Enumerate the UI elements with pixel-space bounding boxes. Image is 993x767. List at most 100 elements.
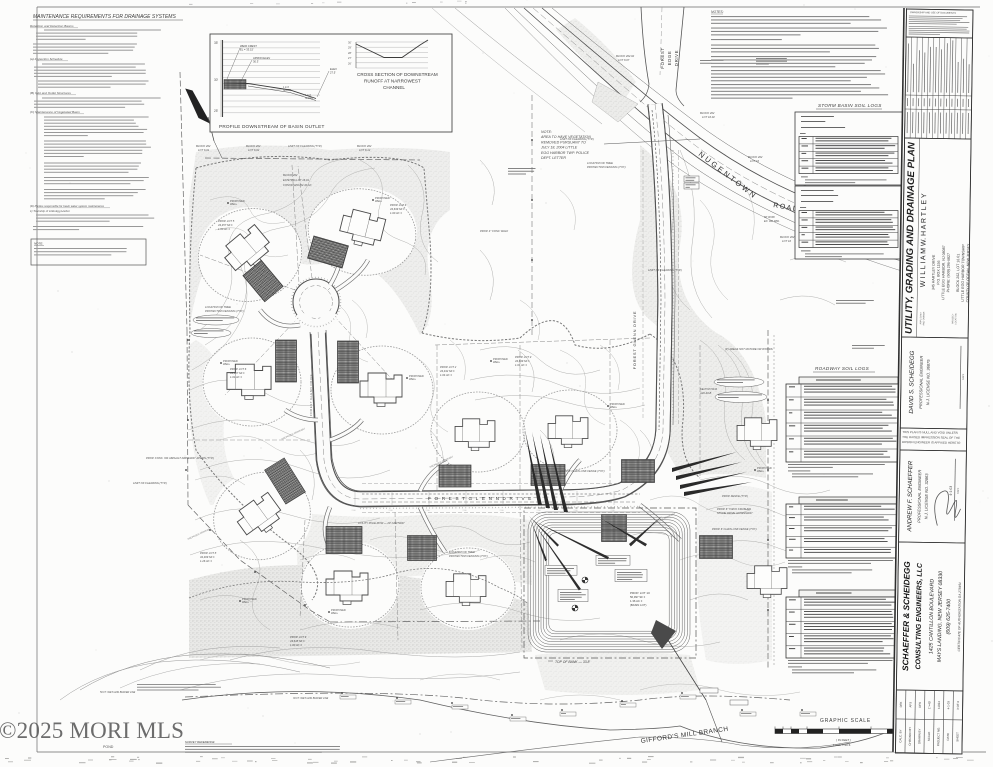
- svg-text:UTILITY, GRADING AND DRAINAGE: UTILITY, GRADING AND DRAINAGE PLAN: [904, 141, 918, 334]
- svg-text:4-1-03: 4-1-03: [949, 486, 953, 496]
- svg-text:LIMIT OF CLEARING (TYP.): LIMIT OF CLEARING (TYP.): [133, 481, 167, 485]
- svg-text:P.O. BOX 1156: P.O. BOX 1156: [936, 260, 940, 284]
- svg-text:SCHAEFFER & SCHEIDEGG: SCHAEFFER & SCHEIDEGG: [901, 561, 912, 671]
- svg-text:©2025 MORI MLS: ©2025 MORI MLS: [0, 718, 184, 743]
- svg-text:THE RAISED IMPRESSION SEAL OF: THE RAISED IMPRESSION SEAL OF THE: [902, 435, 960, 440]
- svg-text:BLOCK 262, LOT 16.01: BLOCK 262, LOT 16.01: [956, 254, 961, 292]
- svg-text:ANDREW F. SCHAEFFER: ANDREW F. SCHAEFFER: [907, 460, 914, 533]
- svg-text:(C) Maintenance of Vegetated: (C) Maintenance of Vegetated Basin: [30, 110, 80, 114]
- svg-text:PROPOSED: PROPOSED: [242, 597, 257, 601]
- svg-text:APRON ELEV: APRON ELEV: [253, 56, 270, 60]
- svg-text:PROP. 4" CONC WALK: PROP. 4" CONC WALK: [480, 229, 508, 233]
- svg-text:PROP. FENCE (TYP.): PROP. FENCE (TYP.): [722, 494, 748, 498]
- svg-text:1.26 AC ±: 1.26 AC ±: [200, 559, 212, 563]
- svg-text:26': 26': [348, 61, 352, 65]
- svg-text:7+50: 7+50: [574, 510, 578, 512]
- svg-text:LOCATION OF TREE: LOCATION OF TREE: [587, 161, 613, 165]
- svg-text:43,457 SF ±: 43,457 SF ±: [230, 371, 245, 375]
- svg-text:DRAWN BY: DRAWN BY: [917, 728, 921, 744]
- svg-text:KELTON 50-R: KELTON 50-R: [700, 387, 717, 391]
- svg-text:WELL: WELL: [409, 377, 417, 381]
- svg-text:DATE: DATE: [962, 373, 965, 380]
- svg-text:PROPOSED: PROPOSED: [493, 357, 508, 361]
- svg-text:7+50: 7+50: [537, 510, 541, 512]
- svg-text:APPLICANT: APPLICANT: [919, 312, 922, 325]
- svg-text:TOP OF BANK — 33.8': TOP OF BANK — 33.8': [555, 660, 590, 664]
- svg-text:W I L L I A M W. H A R T L: W I L L I A M W. H A R T L E Y: [920, 193, 928, 287]
- svg-text:AFS: AFS: [908, 702, 912, 708]
- svg-text:(B) Inlet and Outlet Structur: (B) Inlet and Outlet Structures: [30, 91, 71, 95]
- svg-text:30': 30': [348, 41, 352, 45]
- svg-text:DFK: DFK: [899, 702, 903, 708]
- svg-text:BLOCK 262: BLOCK 262: [196, 144, 211, 148]
- svg-text:DFK: DFK: [918, 702, 922, 708]
- svg-text:WELL: WELL: [223, 362, 231, 366]
- svg-text:EDGE: EDGE: [667, 51, 672, 66]
- svg-text:SCALE: SCALE: [927, 732, 931, 742]
- svg-text:LOCATION OF TREE: LOCATION OF TREE: [449, 550, 475, 554]
- svg-text:PROFILE DOWNSTREAM OF BASIN: PROFILE DOWNSTREAM OF BASIN OUTLET: [219, 124, 325, 129]
- svg-text:WELL: WELL: [230, 202, 238, 206]
- svg-text:(P) AREAS NOT MATURE OR WOODS: (P) AREAS NOT MATURE OR WOODS: [725, 347, 773, 351]
- svg-text:N.J. LICENSE NO. 32863: N.J. LICENSE NO. 32863: [923, 473, 929, 520]
- svg-text:(D) Parties responsible for b: (D) Parties responsible for basin water …: [30, 204, 104, 208]
- svg-text:7+50: 7+50: [463, 510, 467, 512]
- svg-text:PROP. LOT 6: PROP. LOT 6: [230, 367, 247, 371]
- svg-text:ROADWAY SOIL LOGS: ROADWAY SOIL LOGS: [815, 366, 870, 371]
- svg-text:25': 25': [214, 109, 219, 113]
- svg-text:PROP. 6' CHAIN LINK FENCE (TYP: PROP. 6' CHAIN LINK FENCE (TYP.): [712, 527, 757, 531]
- svg-text:345 HARTLEY DRIVE: 345 HARTLEY DRIVE: [931, 254, 936, 290]
- svg-text:FOREST: FOREST: [660, 47, 665, 68]
- svg-text:LOT 6.02: LOT 6.02: [248, 148, 260, 152]
- svg-text:DAVID S. SCHEIDEGG: DAVID S. SCHEIDEGG: [909, 350, 916, 413]
- svg-text:1.00 AC ±: 1.00 AC ±: [218, 227, 230, 231]
- svg-text:POND: POND: [103, 745, 114, 749]
- svg-text:1 in 8: 1 in 8: [283, 86, 290, 89]
- svg-text:GRAPHIC SCALE: GRAPHIC SCALE: [820, 718, 871, 724]
- svg-text:PROP. LOT 9: PROP. LOT 9: [290, 635, 307, 639]
- svg-text:BLOCK 262: BLOCK 262: [700, 111, 715, 115]
- svg-text:7+50: 7+50: [352, 510, 356, 512]
- svg-text:1.04 AC ±: 1.04 AC ±: [440, 373, 452, 377]
- svg-text:BLOCK 262: BLOCK 262: [283, 173, 298, 177]
- svg-text:A20-40-B: A20-40-B: [699, 391, 712, 395]
- svg-text:( IN FEET ): ( IN FEET ): [836, 738, 851, 742]
- svg-text:PROP. LOT 4: PROP. LOT 4: [390, 203, 407, 207]
- svg-text:ROAD: ROAD: [773, 202, 800, 213]
- svg-text:(a) Inspection Schedule: (a) Inspection Schedule: [30, 57, 63, 61]
- svg-text:EGG HARBOR TWP. POLICE: EGG HARBOR TWP. POLICE: [541, 151, 590, 155]
- svg-text:WELL: WELL: [757, 469, 765, 473]
- svg-text:SHEET: SHEET: [955, 732, 959, 742]
- svg-text:DRIVE: DRIVE: [674, 50, 679, 66]
- svg-text:STONE DRIVE ACCESSWAY: STONE DRIVE ACCESSWAY: [717, 511, 753, 515]
- svg-text:34,469 SF ±: 34,469 SF ±: [200, 555, 215, 559]
- svg-text:NOTE:: NOTE:: [541, 130, 552, 134]
- svg-text:CONTAINING 52.4± AC: CONTAINING 52.4± AC: [283, 183, 312, 187]
- svg-text:EL = 33.15': EL = 33.15': [240, 48, 254, 52]
- svg-text:CHECKED BY: CHECKED BY: [908, 727, 912, 746]
- svg-text:PROFESSIONAL ENGINEER: PROFESSIONAL ENGINEER: [918, 356, 924, 409]
- svg-text:OWNERSHIP AND USE OF DOCUM: OWNERSHIP AND USE OF DOCUMENTS: [910, 11, 956, 15]
- svg-text:PROTECTION FENCING (TYP.): PROTECTION FENCING (TYP.): [587, 165, 626, 169]
- svg-text:LIMIT OF CLEARING (TYP.): LIMIT OF CLEARING (TYP.): [560, 137, 594, 141]
- svg-text:43,639 SF ±: 43,639 SF ±: [390, 207, 405, 211]
- svg-text:WELL: WELL: [242, 600, 250, 604]
- svg-text:50' ROW: 50' ROW: [764, 215, 775, 219]
- svg-text:CONSULTING ENGINEERS, LLC: CONSULTING ENGINEERS, LLC: [915, 562, 924, 669]
- svg-text:LITTLE EGG HARBOR, NJ 0808: LITTLE EGG HARBOR, NJ 08087: [941, 245, 946, 300]
- svg-text:N.J. LICENSE NO. 36875: N.J. LICENSE NO. 36875: [925, 359, 931, 406]
- svg-text:UTILITY POLE ROW — 20' CARTWAY: UTILITY POLE ROW — 20' CARTWAY: [358, 521, 405, 525]
- svg-text:PROP. LOT 2: PROP. LOT 2: [440, 365, 457, 369]
- svg-text:MAINTENANCE REQUIREMENTS FOR: MAINTENANCE REQUIREMENTS FOR DRAINAGE SY…: [33, 14, 176, 20]
- svg-text:SLOPE: SLOPE: [283, 89, 291, 92]
- svg-text:LOT 6.01: LOT 6.01: [198, 148, 210, 152]
- svg-text:LITTLE EGG HARBOR TOWNSHIP: LITTLE EGG HARBOR TOWNSHIP: [961, 244, 966, 302]
- svg-text:7+50: 7+50: [389, 510, 393, 512]
- svg-text:WELL: WELL: [493, 360, 501, 364]
- svg-text:CHANNEL: CHANNEL: [383, 85, 405, 90]
- svg-text:LOT 16: LOT 16: [750, 159, 759, 163]
- svg-text:1.04 AC ±: 1.04 AC ±: [515, 363, 527, 367]
- svg-text:7+50: 7+50: [500, 510, 504, 512]
- svg-text:LOT 6.12: LOT 6.12: [359, 148, 371, 152]
- svg-text:1.00 AC ±: 1.00 AC ±: [290, 643, 302, 647]
